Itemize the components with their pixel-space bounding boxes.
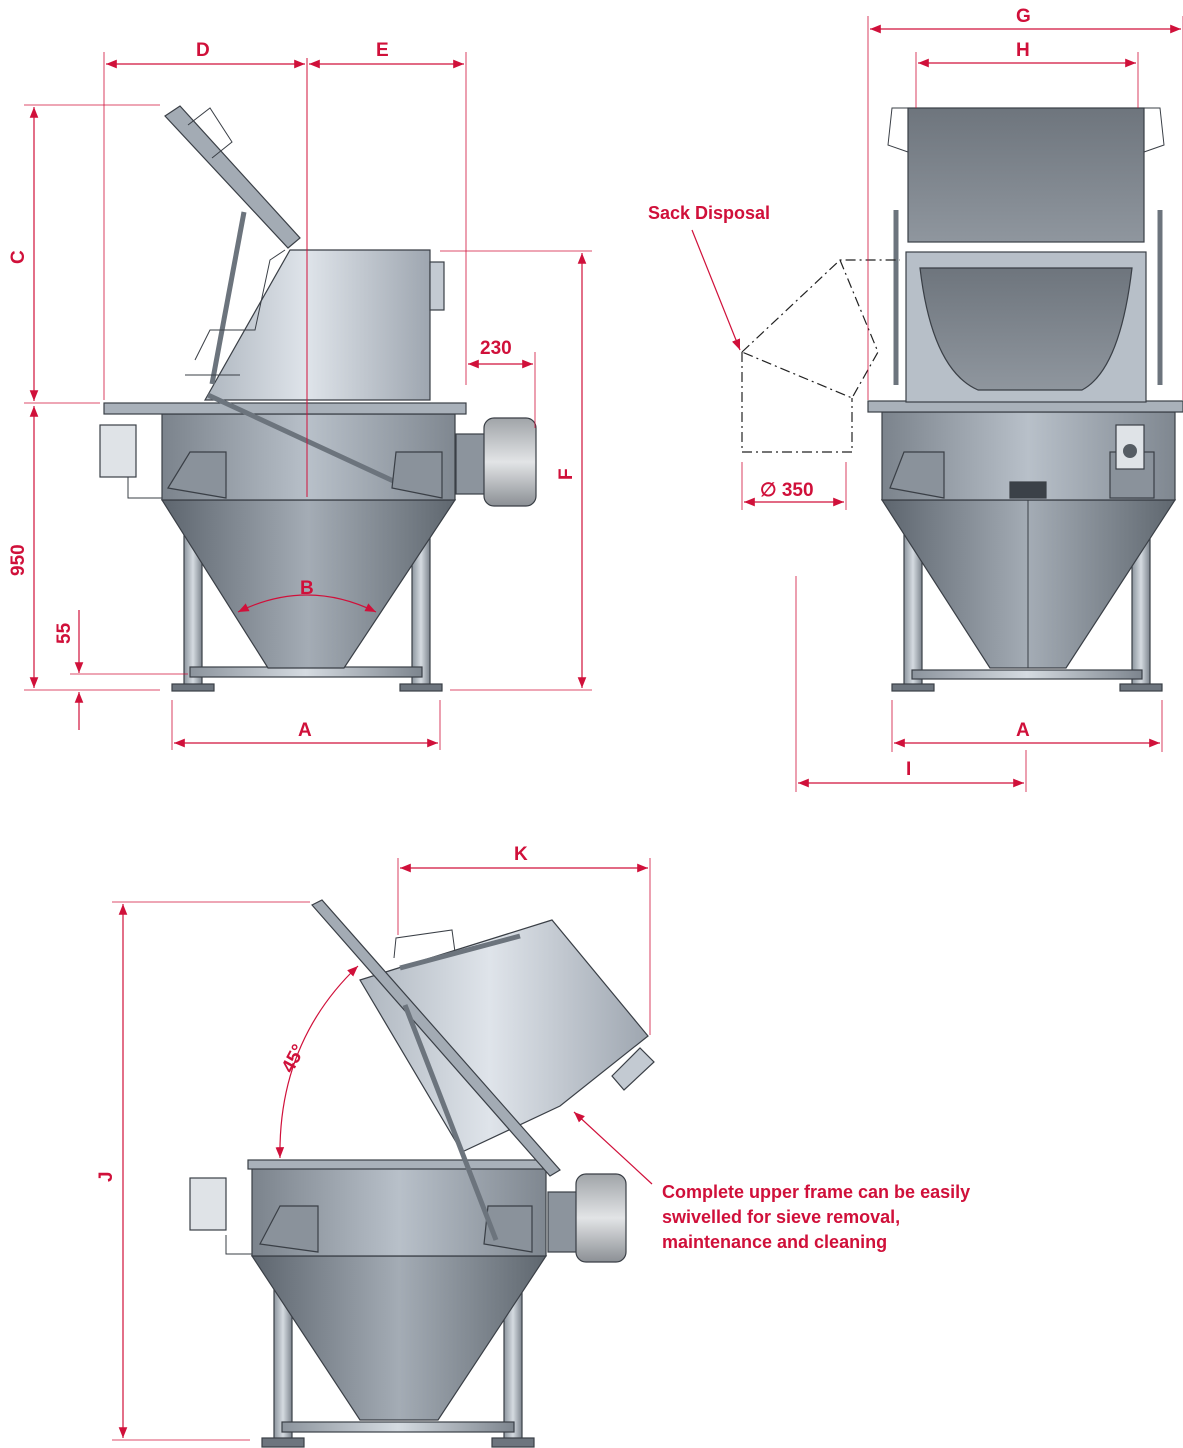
angle-label-45: 45° (278, 1041, 310, 1076)
bracket (889, 451, 945, 499)
gas-strut (209, 211, 247, 385)
sieve-frame-outline (185, 249, 286, 376)
dim-label-D: D (196, 40, 210, 61)
dim-label-E: E (376, 40, 389, 61)
bracket (259, 1205, 319, 1253)
swivelled-outlet (611, 1047, 655, 1091)
dim-label-55: 55 (54, 622, 75, 644)
dim-label-G: G (1016, 6, 1031, 27)
vibration-motor (483, 417, 537, 507)
leg-foot (891, 683, 935, 692)
dim-label-350: ∅ 350 (760, 480, 814, 501)
sack-disposal-chute (741, 259, 900, 453)
swivel-leader (573, 1111, 653, 1185)
dim-label-A: A (298, 720, 312, 741)
switch-knob-icon (1123, 444, 1137, 458)
cross-bar (911, 669, 1143, 680)
control-box (99, 424, 137, 478)
dim-label-H: H (1016, 40, 1030, 61)
dim-label-F: F (556, 468, 577, 480)
leg-foot (399, 683, 443, 692)
gas-strut (402, 1004, 499, 1241)
lid-handle-right (1143, 107, 1165, 153)
motor-flange (547, 1191, 579, 1253)
leg-foot (261, 1437, 305, 1448)
table-top (867, 400, 1183, 413)
lid-handle-left (887, 107, 909, 153)
bracket (167, 451, 227, 499)
lid-screen (907, 107, 1145, 243)
dim-label-J: J (96, 1171, 117, 1182)
sack-disposal-label: Sack Disposal (648, 203, 770, 223)
leg-foot (1119, 683, 1163, 692)
control-box (189, 1177, 227, 1231)
control-box-cable (225, 1235, 252, 1255)
lid-handle (187, 107, 233, 159)
upper-cylinder (203, 249, 431, 401)
vibration-motor (575, 1173, 627, 1263)
sieve-basket (919, 267, 1133, 391)
side-view: D E C 950 55 F 230 B A (8, 40, 592, 750)
lid-panel (164, 105, 301, 249)
swivelled-handle (393, 929, 456, 959)
swivel-note-line3: maintenance and cleaning (662, 1232, 887, 1252)
swivelled-upper-cylinder (359, 919, 649, 1153)
swivelled-lid (311, 899, 561, 1177)
outlet-stub (429, 261, 445, 311)
bracket (391, 451, 443, 499)
dim-label-I: I (906, 759, 911, 780)
leg-foot (171, 683, 215, 692)
dim-label-950: 950 (8, 544, 29, 576)
cross-bar (281, 1421, 515, 1433)
swivel-note-line1: Complete upper frame can be easily (662, 1182, 970, 1202)
front-view: Sack Disposal G H ∅ 350 A I (648, 6, 1183, 792)
swivelled-view: 45° J K Complete upper frame can be easi… (96, 844, 970, 1448)
dim-label-230: 230 (480, 338, 512, 359)
control-box-cable (127, 477, 162, 499)
angle-arc-B (237, 594, 377, 613)
swivel-note-line2: swivelled for sieve removal, (662, 1207, 900, 1227)
leg-foot (491, 1437, 535, 1448)
table-top (247, 1159, 551, 1170)
angle-arc-45 (275, 965, 359, 1159)
inspection-port (1009, 481, 1047, 499)
gas-strut (206, 392, 404, 488)
sack-disposal-leader (691, 229, 741, 351)
angle-label-B: B (300, 578, 314, 599)
gas-strut (399, 933, 521, 971)
dim-label-C: C (8, 250, 29, 264)
dim-label-A2: A (1016, 720, 1030, 741)
hopper-cone (250, 1255, 548, 1421)
table-top (103, 402, 467, 415)
motor-flange (455, 433, 487, 495)
dim-label-K: K (514, 844, 528, 865)
